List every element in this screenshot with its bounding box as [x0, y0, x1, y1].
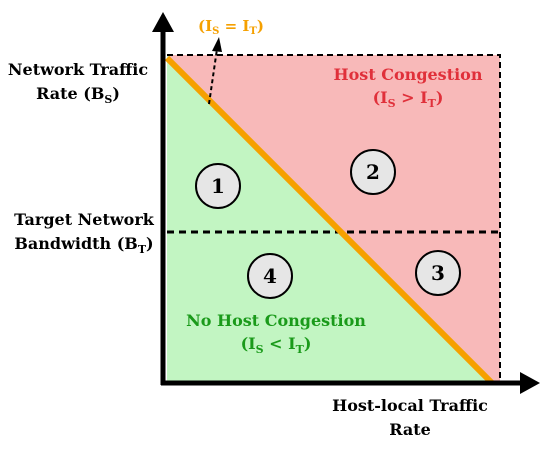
x-axis-label-line2: Rate [389, 420, 431, 439]
region-marker-4: 4 [247, 253, 293, 299]
no-host-congestion-label: No Host Congestion [186, 311, 366, 330]
equal-annotation-arrow [208, 48, 218, 105]
x-axis-label-line1: Host-local Traffic [332, 396, 488, 415]
host-congestion-condition: (IS > IT) [373, 88, 444, 110]
region-marker-2: 2 [350, 149, 396, 195]
equal-boundary-line [164, 55, 495, 386]
y-axis-label-line2: Rate (BS) [36, 84, 120, 106]
equal-annotation-arrowhead-icon [212, 37, 222, 52]
y-axis-arrow-icon [152, 12, 174, 32]
target-bandwidth-label-line2: Bandwidth (BT) [14, 234, 153, 256]
y-axis-label-line1: Network Traffic [8, 60, 148, 79]
target-bandwidth-label-line1: Target Network [14, 210, 155, 229]
equal-condition-label: (IS = IT) [198, 17, 264, 37]
svg-text:2: 2 [366, 160, 380, 184]
chart-boundary-dashed [167, 54, 501, 383]
region-marker-1: 1 [195, 163, 241, 209]
svg-text:4: 4 [263, 264, 277, 288]
x-axis-arrow-icon [520, 372, 540, 394]
svg-text:3: 3 [431, 261, 445, 285]
svg-text:1: 1 [211, 174, 225, 198]
host-congestion-region [167, 55, 500, 383]
no-host-congestion-condition: (IS < IT) [241, 334, 312, 356]
region-marker-3: 3 [415, 250, 461, 296]
host-congestion-label: Host Congestion [334, 65, 483, 84]
